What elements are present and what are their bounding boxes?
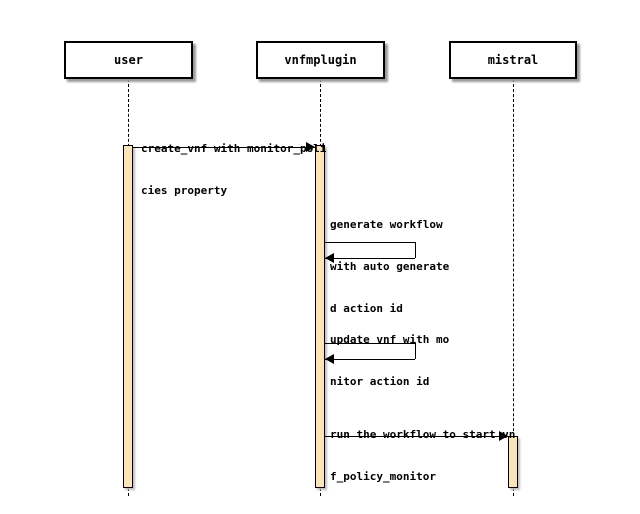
lifeline-mistral: [513, 79, 514, 496]
message-2-self-side-line: [415, 242, 416, 258]
participant-vnfmplugin-label: vnfmplugin: [284, 53, 357, 67]
message-1-arrowhead-icon: [306, 142, 315, 152]
message-1-line-2: cies property: [141, 184, 228, 197]
participant-mistral: mistral: [449, 41, 577, 79]
message-4-line-2: f_policy_monitor: [330, 470, 436, 483]
message-4-arrowhead-icon: [499, 431, 508, 441]
message-4-line-1: run the workflow to start vn: [330, 428, 516, 441]
participant-user-label: user: [114, 53, 143, 67]
activation-user: [123, 145, 133, 488]
message-4-label: run the workflow to start vn f_policy_mo…: [330, 400, 515, 512]
participant-vnfmplugin: vnfmplugin: [256, 41, 385, 79]
participant-mistral-label: mistral: [487, 53, 539, 67]
message-2-line-2: with auto generate: [330, 260, 450, 273]
message-2-line-3: d action id: [330, 302, 403, 315]
message-1-label: create_vnf with monitor_poli cies proper…: [141, 114, 326, 226]
activation-vnfmplugin: [315, 145, 325, 488]
message-2-self-bottom-line: [325, 258, 415, 259]
message-4-arrow-line: [325, 436, 508, 437]
message-2-arrowhead-icon: [325, 253, 334, 263]
message-3-self-bottom-line: [325, 359, 415, 360]
message-2-self-top-line: [325, 242, 415, 243]
activation-mistral: [508, 436, 518, 488]
message-2-label: generate workflow with auto generate d a…: [330, 190, 449, 344]
message-3-label: update vnf with mo nitor action id: [330, 305, 449, 417]
message-3-line-1: update vnf with mo: [330, 333, 450, 346]
message-3-self-top-line: [325, 343, 415, 344]
message-1-arrow-line: [133, 147, 315, 148]
message-3-line-2: nitor action id: [330, 375, 430, 388]
message-1-line-1: create_vnf with monitor_poli: [141, 142, 327, 155]
message-2-line-1: generate workflow: [330, 218, 443, 231]
participant-user: user: [64, 41, 193, 79]
message-3-arrowhead-icon: [325, 354, 334, 364]
message-3-self-side-line: [415, 343, 416, 359]
